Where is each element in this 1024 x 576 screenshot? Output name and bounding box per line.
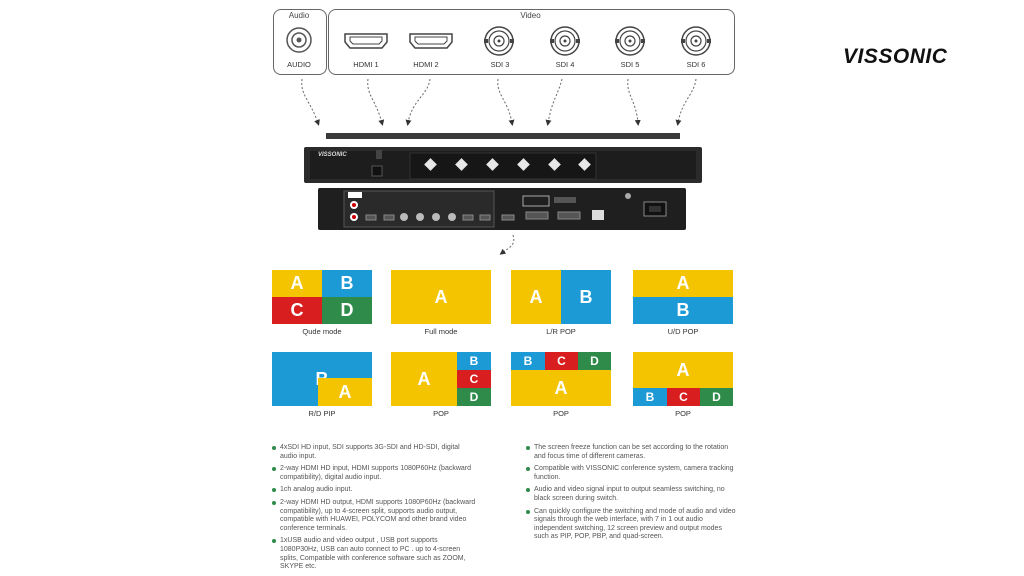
list-item: Compatible with VISSONIC conference syst… <box>526 465 736 482</box>
feature-text: 2-way HDMI HD output, HDMI supports 1080… <box>280 498 476 532</box>
feature-text: 2-way HDMI HD input, HDMI supports 1080P… <box>280 465 472 481</box>
screen-d: D <box>700 388 733 406</box>
list-item: The screen freeze function can be set ac… <box>526 444 736 461</box>
bnc-port-icon <box>550 26 580 56</box>
screen-c: C <box>667 388 700 406</box>
feature-text: 1xUSB audio and video output , USB port … <box>280 537 466 571</box>
feature-text: Can quickly configure the switching and … <box>534 507 736 541</box>
bullet-dot-icon <box>526 467 530 472</box>
hdmi2-label: HDMI 2 <box>413 60 439 69</box>
features-left-list: 4xSDI HD input, SDI supports 3G-SDI and … <box>272 444 478 576</box>
screen-a: A <box>633 270 733 297</box>
device-front-panel <box>304 133 702 183</box>
mode-ud-pop-diagram: A B <box>633 270 733 324</box>
feature-text: 1ch analog audio input. <box>280 486 353 494</box>
screen-a: A <box>272 270 322 297</box>
rca-audio-icon <box>286 27 312 53</box>
sdi3-label: SDI 3 <box>490 60 510 69</box>
screen-d: D <box>578 352 611 370</box>
bullet-dot-icon <box>272 539 276 544</box>
list-item: Can quickly configure the switching and … <box>526 508 736 542</box>
video-input-group <box>328 9 735 75</box>
mode-label: U/D POP <box>667 327 699 336</box>
bullet-dot-icon <box>272 500 276 505</box>
mode-qude-diagram: A B C D <box>272 270 372 324</box>
cable-arrows <box>301 78 697 255</box>
screen-c: C <box>457 370 491 388</box>
screen-a: A <box>391 352 457 406</box>
screen-a: A <box>633 352 733 388</box>
hdmi-port-icon <box>409 33 453 49</box>
bullet-dot-icon <box>272 488 276 493</box>
screen-b: B <box>633 388 667 406</box>
list-item: 1xUSB audio and video output , USB port … <box>272 537 478 571</box>
screen-b: B <box>561 270 611 324</box>
bnc-port-icon <box>615 26 645 56</box>
features-right-list: The screen freeze function can be set ac… <box>526 444 736 546</box>
screen-c: C <box>272 297 322 324</box>
audio-group-title: Audio <box>288 11 310 20</box>
hdmi1-label: HDMI 1 <box>353 60 379 69</box>
audio-port-label: AUDIO <box>287 60 311 69</box>
mode-label: R/D PIP <box>308 409 336 418</box>
feature-text: Audio and video signal input to output s… <box>534 486 725 502</box>
screen-d: D <box>322 297 372 324</box>
mode-rd-pip-diagram: B A <box>272 352 372 406</box>
bullet-dot-icon <box>272 467 276 472</box>
feature-text: Compatible with VISSONIC conference syst… <box>534 465 734 481</box>
screen-a: A <box>511 270 561 324</box>
mode-label: POP <box>433 409 449 418</box>
device-rear-panel <box>318 188 686 230</box>
video-group-title: Video <box>520 11 541 20</box>
mode-label: Qude mode <box>302 327 342 336</box>
screen-b: B <box>511 352 545 370</box>
screen-c: C <box>545 352 578 370</box>
bullet-dot-icon <box>526 488 530 493</box>
list-item: 4xSDI HD input, SDI supports 3G-SDI and … <box>272 444 478 461</box>
bnc-port-icon <box>484 26 514 56</box>
mode-label: L/R POP <box>546 327 576 336</box>
mode-pop-bottom-diagram: A B C D <box>633 352 733 406</box>
screen-b: B <box>457 352 491 370</box>
list-item: Audio and video signal input to output s… <box>526 486 736 503</box>
mode-pop-right-diagram: A B C D <box>391 352 491 406</box>
mode-label: POP <box>553 409 569 418</box>
bullet-dot-icon <box>526 509 530 514</box>
bullet-dot-icon <box>272 446 276 450</box>
mode-label: Full mode <box>424 327 458 336</box>
sdi6-label: SDI 6 <box>686 60 706 69</box>
brand-logo: VISSONIC <box>843 45 948 68</box>
mode-label: POP <box>675 409 691 418</box>
screen-a: A <box>511 370 611 406</box>
mode-lr-pop-diagram: A B <box>511 270 611 324</box>
sdi5-label: SDI 5 <box>620 60 640 69</box>
screen-a: A <box>318 378 372 406</box>
screen-a: A <box>391 270 491 324</box>
list-item: 2-way HDMI HD input, HDMI supports 1080P… <box>272 465 478 482</box>
screen-b: B <box>322 270 372 297</box>
list-item: 2-way HDMI HD output, HDMI supports 1080… <box>272 499 478 533</box>
screen-b: B <box>633 297 733 324</box>
feature-text: 4xSDI HD input, SDI supports 3G-SDI and … <box>280 444 460 460</box>
device-front-brand: VISSONIC <box>318 152 347 158</box>
feature-text: The screen freeze function can be set ac… <box>534 444 729 460</box>
screen-d: D <box>457 388 491 406</box>
bullet-dot-icon <box>526 446 530 450</box>
hdmi-port-icon <box>344 33 388 49</box>
list-item: 1ch analog audio input. <box>272 486 478 495</box>
sdi4-label: SDI 4 <box>555 60 575 69</box>
mode-full-diagram: A <box>391 270 491 324</box>
mode-pop-top-diagram: B C D A <box>511 352 611 406</box>
bnc-port-icon <box>681 26 711 56</box>
